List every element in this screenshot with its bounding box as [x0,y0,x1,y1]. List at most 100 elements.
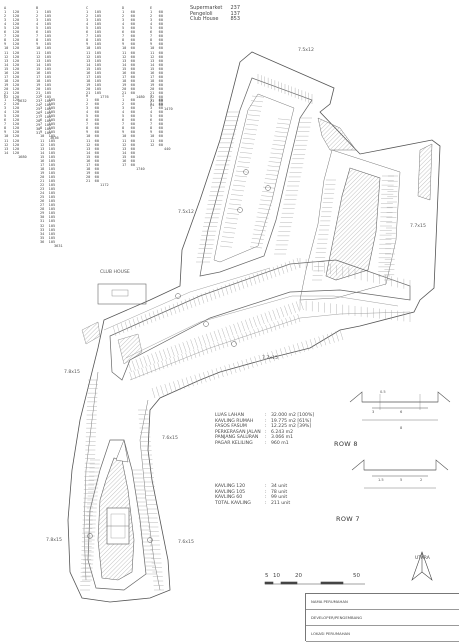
lot-line [254,225,267,227]
lot-number: 14 [40,150,49,155]
lot-number: 14 [4,62,13,67]
lot-number: 5 [4,114,13,119]
lot-area: 60 [94,158,99,163]
lot-line [235,170,249,173]
club-house-pool [111,289,129,297]
lot-area: 60 [158,42,163,47]
lot-area: 105 [48,174,56,179]
lot-line [258,354,262,366]
kavling-row: KAVLING 60:99 unit [215,495,290,501]
lot-number: 17 [86,162,95,167]
lot-line [240,147,254,149]
lot-area: 60 [158,103,163,108]
lot-row: 17 105 [36,75,59,79]
diagonal-parallel-1 [125,295,399,359]
lot-row: 28 105 [40,207,63,211]
lot-area: 60 [158,50,163,55]
lot-row: 12 60 [122,55,145,59]
lot-number: 1 [36,10,45,15]
lot-row: 12 60 [150,143,171,147]
lot-number: 23 [40,187,49,192]
lot-number: 12 [86,142,95,147]
lot-number: 17 [40,162,49,167]
lot-line [273,322,277,331]
lot-line [153,363,157,372]
lot-row: 2 60 [86,102,109,106]
lot-area: 60 [130,110,135,115]
lot-number: 9 [150,130,159,135]
right-park-block [325,167,381,281]
lot-row: 7 105 [86,34,109,38]
lot-row: 14 60 [86,151,109,155]
lot-number: 19 [4,82,13,87]
lot-number: 2 [122,102,131,107]
lot-divisions [80,74,411,591]
lot-line [249,246,263,249]
lot-row: 3 60 [122,18,145,22]
lot-area: 105 [44,30,52,35]
lot-row: 5 105 [36,26,59,30]
north-label: UTARA [415,556,430,561]
lot-row: 7 120 [4,34,27,38]
lot-line [228,283,233,294]
lot-line [131,360,136,371]
lot-line [188,297,193,308]
main-diagonal-road [109,259,411,381]
lot-row: 21 105 [40,179,63,183]
lot-row: 11 60 [86,139,109,143]
lot-line [263,182,277,185]
dim-label: 8 [400,426,403,430]
lot-line [116,324,121,335]
lot-line [231,189,245,192]
lot-number: 3 [36,18,45,23]
lot-row: 4 105 [36,22,59,26]
lot-row: 8 60 [150,126,171,130]
lot-line [161,360,165,370]
lot-row: 16 60 [150,71,173,75]
lot-row: 19 105 [86,83,109,87]
dim-label: 3 [372,410,375,414]
lot-row: 4 60 [122,110,145,114]
lot-line [269,157,282,159]
lot-row: 5 120 [4,114,27,118]
lot-number: 11 [4,138,13,143]
upper-loop-inner [213,93,295,263]
lot-row: 2 105 [40,102,63,106]
lot-line [194,337,199,349]
lot-row: 6 60 [86,118,109,122]
lot-number: 10 [4,134,13,139]
lot-row: 7 60 [122,122,145,126]
lot-line [216,287,221,298]
lot-number: 9 [122,130,131,135]
lot-line [198,336,203,347]
marker [231,341,237,347]
lot-number: 12 [4,142,13,147]
diagonal-parallel-3 [103,267,271,331]
lot-area: 105 [44,107,52,112]
lot-number: 6 [122,30,131,35]
lot-number: 3 [150,106,159,111]
lot-line [327,333,331,345]
lot-area: 105 [48,235,56,240]
lot-line [202,335,206,346]
lot-area: 120 [12,114,20,119]
lot-number: 8 [86,38,95,43]
lot-area: 105 [48,142,56,147]
title-block: NAMA PERUMAHAN DEVELOPER/PENGEMBANG LOKA… [305,593,459,642]
lot-number: 10 [122,46,131,51]
lot-row: 17 60 [150,75,173,79]
lot-line [124,321,129,332]
lot-line [254,356,258,367]
lot-row: 7 105 [40,122,63,126]
lot-line [252,233,265,236]
lot-number: 9 [40,130,49,135]
lot-line [189,351,193,360]
lot-line [256,315,261,326]
lot-line [264,312,269,323]
lot-row: 14 120 [4,151,27,155]
lot-line [249,105,263,107]
lot-row: 20 105 [36,87,59,91]
north-arrow [411,551,433,581]
